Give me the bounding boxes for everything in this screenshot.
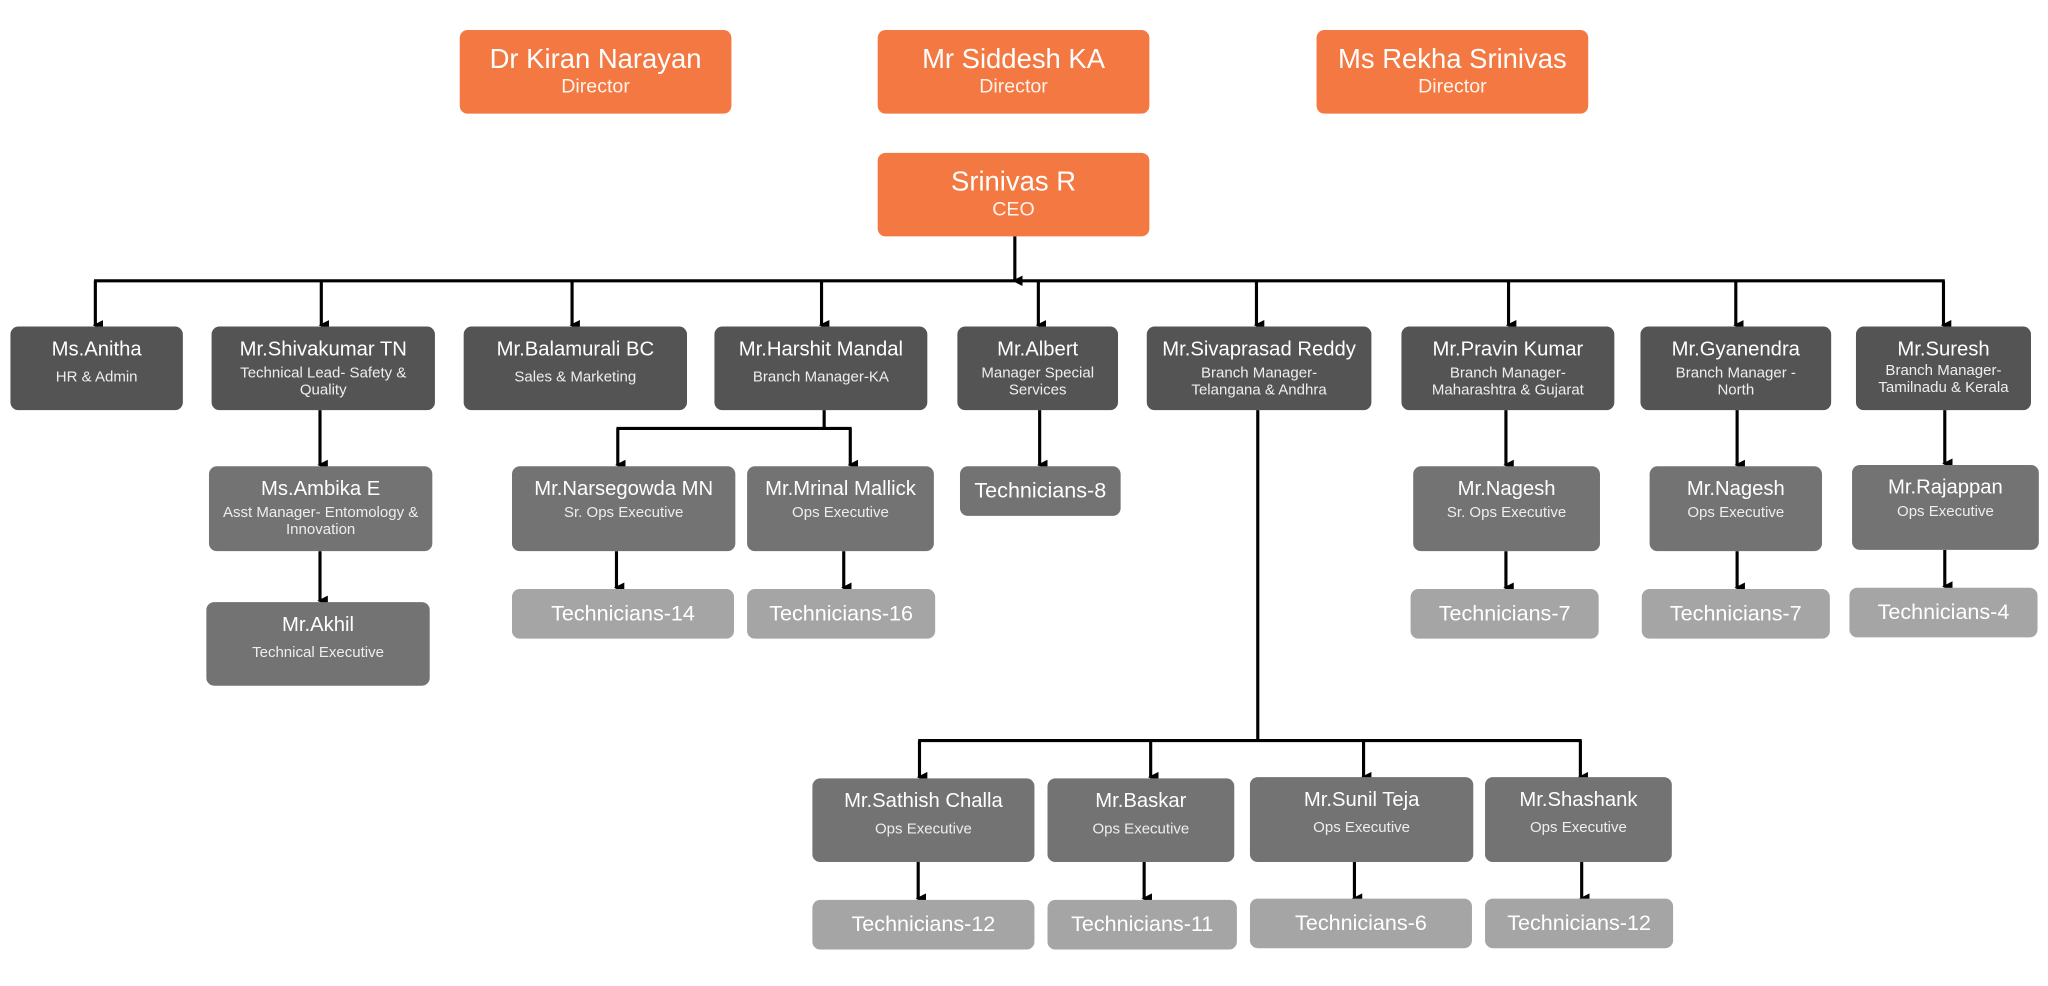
technicians-node[interactable]: Technicians-11 <box>1047 899 1237 950</box>
node-role: Technical Executive <box>252 645 384 661</box>
node-akhil[interactable]: Mr.Akhil Technical Executive <box>206 602 430 686</box>
node-role: Branch Manager- Tamilnadu & Kerala <box>1878 363 2009 396</box>
level1-node-sivaprasad[interactable]: Mr.Sivaprasad Reddy Branch Manager- Tela… <box>1146 326 1372 411</box>
node-mrinal[interactable]: Mr.Mrinal Mallick Ops Executive <box>747 466 934 552</box>
node-role: Asst Manager- Entomology & Innovation <box>222 505 419 538</box>
technicians-node[interactable]: Technicians-6 <box>1249 898 1472 949</box>
node-role: Ops Executive <box>1313 820 1411 836</box>
node-name: Mr.Rajappan <box>1888 476 2003 499</box>
technicians-count: Technicians-6 <box>1295 911 1427 936</box>
node-name: Mr Siddesh KA <box>922 44 1106 75</box>
technicians-count: Technicians-14 <box>551 602 695 626</box>
node-role: Director <box>561 75 630 98</box>
level1-node-pravin[interactable]: Mr.Pravin Kumar Branch Manager- Maharash… <box>1401 326 1615 411</box>
node-role: Ops Executive <box>1687 505 1785 522</box>
node-nagesh-sr[interactable]: Mr.Nagesh Sr. Ops Executive <box>1413 466 1600 552</box>
node-role: Manager Special Services <box>981 365 1095 398</box>
node-name: Mr.Suresh <box>1897 338 1990 361</box>
level1-node-gyanendra[interactable]: Mr.Gyanendra Branch Manager - North <box>1640 326 1832 411</box>
node-name: Mr.Gyanendra <box>1671 338 1800 361</box>
technicians-node[interactable]: Technicians-14 <box>511 589 735 639</box>
technicians-count: Technicians-12 <box>1507 911 1651 936</box>
node-role: Ops Executive <box>792 505 889 522</box>
technicians-node[interactable]: Technicians-7 <box>1641 589 1830 639</box>
node-role: Technical Lead- Safety & Quality <box>240 365 407 398</box>
node-role: Ops Executive <box>1092 821 1190 838</box>
node-name: Mr.Balamurali BC <box>496 338 655 361</box>
node-name: Mr.Nagesh <box>1457 478 1556 501</box>
node-sunil[interactable]: Mr.Sunil Teja Ops Executive <box>1249 777 1474 863</box>
node-role: Branch Manager - North <box>1675 365 1796 398</box>
node-role: Ops Executive <box>1529 820 1627 836</box>
node-name: Ms.Ambika E <box>261 478 381 501</box>
node-name: Mr.Mrinal Mallick <box>765 478 916 501</box>
node-ambika[interactable]: Ms.Ambika E Asst Manager- Entomology & I… <box>208 466 433 552</box>
technicians-node[interactable]: Technicians-16 <box>747 589 936 639</box>
technicians-node[interactable]: Technicians-12 <box>812 899 1035 950</box>
node-name: Mr.Akhil <box>282 613 355 637</box>
director-node[interactable]: Dr Kiran Narayan Director <box>459 30 732 114</box>
node-role: Sr. Ops Executive <box>563 505 684 522</box>
node-role: Branch Manager- Maharashtra & Gujarat <box>1431 365 1584 398</box>
node-role: Sales & Marketing <box>514 369 637 386</box>
node-role: CEO <box>992 198 1035 221</box>
technicians-count: Technicians-8 <box>974 479 1107 503</box>
director-node[interactable]: Mr Siddesh KA Director <box>877 30 1150 114</box>
level1-node-harshit[interactable]: Mr.Harshit Mandal Branch Manager-KA <box>714 326 928 411</box>
ceo-node[interactable]: Srinivas R CEO <box>877 152 1150 237</box>
node-name: Mr.Sathish Challa <box>844 790 1003 813</box>
level1-node-albert[interactable]: Mr.Albert Manager Special Services <box>957 326 1119 411</box>
technicians-count: Technicians-7 <box>1438 602 1571 626</box>
technicians-count: Technicians-11 <box>1071 912 1214 937</box>
node-narsegowda[interactable]: Mr.Narsegowda MN Sr. Ops Executive <box>511 466 736 552</box>
technicians-count: Technicians-7 <box>1669 602 1802 626</box>
node-role: Branch Manager-KA <box>752 369 889 386</box>
level1-node-shivakumar[interactable]: Mr.Shivakumar TN Technical Lead- Safety … <box>211 326 435 411</box>
node-nagesh[interactable]: Mr.Nagesh Ops Executive <box>1649 466 1823 552</box>
node-name: Mr.Shivakumar TN <box>239 338 407 361</box>
technicians-count: Technicians-12 <box>851 912 996 937</box>
technicians-count: Technicians-16 <box>769 602 914 626</box>
node-name: Mr.Pravin Kumar <box>1432 338 1584 361</box>
node-role: Director <box>1418 75 1487 98</box>
node-role: Sr. Ops Executive <box>1446 505 1567 522</box>
node-name: Mr.Harshit Mandal <box>738 338 904 361</box>
node-baskar[interactable]: Mr.Baskar Ops Executive <box>1047 778 1235 863</box>
technicians-count: Technicians-4 <box>1877 600 2010 625</box>
node-name: Mr.Nagesh <box>1686 478 1785 501</box>
node-rajappan[interactable]: Mr.Rajappan Ops Executive <box>1852 464 2039 550</box>
node-name: Srinivas R <box>951 167 1077 198</box>
technicians-node[interactable]: Technicians-7 <box>1410 589 1599 639</box>
node-name: Mr.Baskar <box>1095 790 1187 813</box>
level1-node-anitha[interactable]: Ms.Anitha HR & Admin <box>10 326 183 411</box>
level1-node-balamurali[interactable]: Mr.Balamurali BC Sales & Marketing <box>463 326 688 411</box>
node-role: Branch Manager- Telangana & Andhra <box>1191 365 1327 398</box>
level1-node-suresh[interactable]: Mr.Suresh Branch Manager- Tamilnadu & Ke… <box>1855 326 2031 411</box>
node-name: Mr.Shashank <box>1519 788 1638 812</box>
node-sathish[interactable]: Mr.Sathish Challa Ops Executive <box>812 778 1035 863</box>
node-name: Mr.Sunil Teja <box>1303 788 1420 812</box>
node-name: Mr.Albert <box>997 338 1079 361</box>
technicians-node[interactable]: Technicians-4 <box>1849 587 2038 638</box>
node-name: Dr Kiran Narayan <box>489 44 702 75</box>
node-name: Mr.Sivaprasad Reddy <box>1162 338 1356 361</box>
node-name: Ms.Anitha <box>51 338 142 361</box>
technicians-node[interactable]: Technicians-12 <box>1485 898 1674 949</box>
node-name: Mr.Narsegowda MN <box>534 478 714 501</box>
node-role: HR & Admin <box>55 369 138 386</box>
node-shashank[interactable]: Mr.Shashank Ops Executive <box>1485 777 1672 863</box>
node-role: Ops Executive <box>1897 504 1994 520</box>
technicians-node[interactable]: Technicians-8 <box>959 466 1121 516</box>
director-node[interactable]: Ms Rekha Srinivas Director <box>1316 30 1589 114</box>
node-name: Ms Rekha Srinivas <box>1338 44 1567 75</box>
node-role: Director <box>979 75 1048 98</box>
node-role: Ops Executive <box>874 821 972 838</box>
